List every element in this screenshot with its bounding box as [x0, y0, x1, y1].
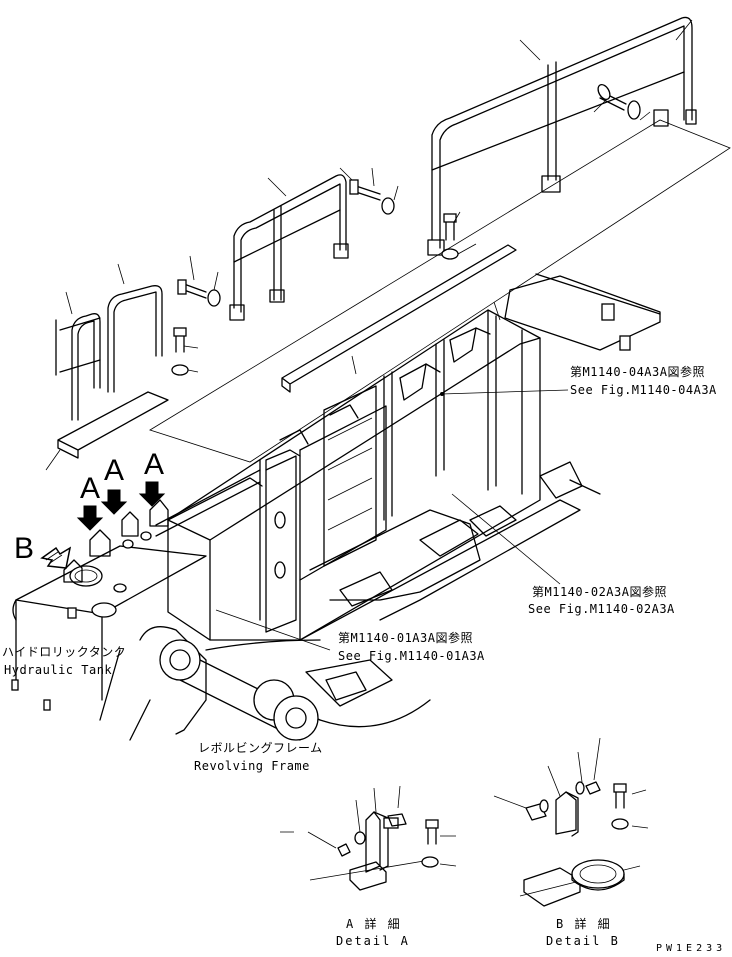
cover-plate: [504, 273, 661, 351]
view-marker-a2: A: [104, 454, 125, 487]
view-arrow-b: [40, 546, 72, 569]
view-marker-b: B: [14, 532, 35, 565]
hydraulic-tank: [11, 499, 207, 711]
main-frame: [155, 309, 541, 641]
assembly-plane: [149, 119, 731, 463]
detail-b-jp: B 詳 細: [556, 917, 612, 931]
handrail-short: [55, 285, 163, 421]
ref-04-jp: 第M1140-04A3A図参照: [570, 365, 705, 379]
ref-01-en: See Fig.M1140-01A3A: [338, 649, 485, 663]
view-arrow-a2: [100, 489, 128, 515]
drawing-code: PW1E233: [656, 943, 727, 954]
detail-b-en: Detail B: [546, 934, 620, 948]
ref-04-en: See Fig.M1140-04A3A: [570, 383, 717, 397]
view-marker-a1: A: [80, 472, 101, 505]
revolving-frame-en: Revolving Frame: [194, 759, 310, 773]
view-arrow-a1: [76, 505, 104, 531]
view-arrow-a3: [138, 481, 166, 507]
ref-01-jp: 第M1140-01A3A図参照: [338, 631, 473, 645]
revolving-frame: [99, 626, 431, 741]
detail-a: [280, 785, 457, 891]
ref-02-jp: 第M1140-02A3A図参照: [532, 585, 667, 599]
ref-02-en: See Fig.M1140-02A3A: [528, 602, 675, 616]
detail-a-jp: A 詳 細: [346, 917, 402, 931]
revolving-frame-jp: レボルビングフレーム: [198, 741, 323, 755]
bolts-washers-upper: [171, 83, 641, 376]
handrail-mid: [229, 174, 349, 321]
angle-bar-right: [281, 244, 517, 393]
hydraulic-tank-en: Hydraulic Tank: [4, 663, 113, 677]
hydraulic-tank-jp: ハイドロリックタンク: [2, 645, 127, 659]
detail-b: [493, 737, 649, 907]
leader-lines: [45, 19, 693, 651]
handrail-long: [427, 16, 697, 256]
base-beams: [299, 461, 601, 641]
angle-bar-left: [57, 391, 169, 459]
detail-a-en: Detail A: [336, 934, 410, 948]
view-marker-a3: A: [144, 448, 165, 481]
